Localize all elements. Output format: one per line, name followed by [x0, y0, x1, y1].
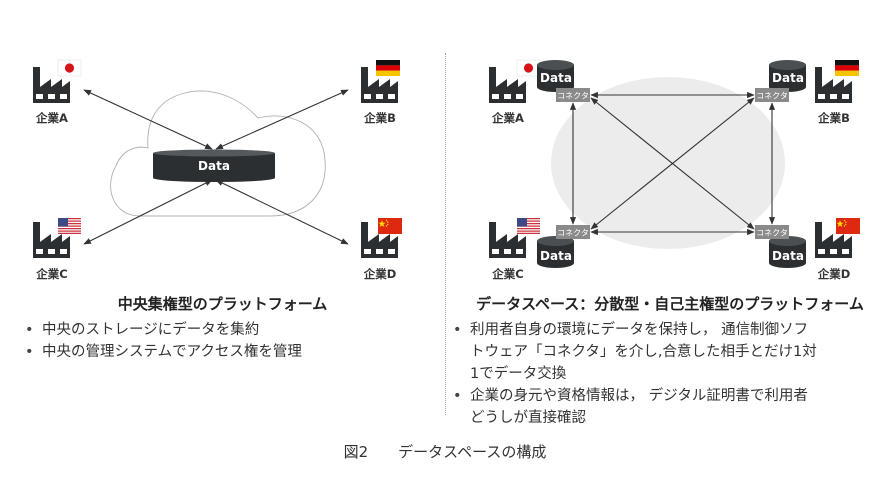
company-label: 企業B	[817, 111, 850, 125]
data-storage-b: Data	[769, 60, 806, 92]
left-company-c: 企業C	[33, 218, 81, 281]
germany-flag-icon	[835, 60, 859, 76]
connector-label: コネクタ	[557, 229, 589, 238]
left-bullet-item: 中央のストレージにデータを集約	[22, 319, 432, 341]
left-company-d: 企業D	[361, 218, 402, 281]
connector-label: コネクタ	[756, 229, 788, 238]
arrow-a-to-data	[83, 89, 213, 150]
data-label: Data	[772, 249, 804, 263]
right-bullet-item: 企業の身元や資格情報は， デジタル証明書で利用者どうしが直接確認	[450, 385, 822, 429]
company-label: 企業A	[35, 111, 68, 125]
left-bullet-list: 中央のストレージにデータを集約 中央の管理システムでアクセス権を管理	[22, 319, 432, 363]
right-bullet-list: 利用者自身の環境にデータを保持し， 通信制御ソフトウェア「コネクタ」を介し,合意…	[450, 319, 822, 429]
company-label: 企業C	[35, 267, 67, 281]
connector-c: コネクタ	[556, 225, 590, 239]
data-label: Data	[540, 249, 572, 263]
panel-divider	[445, 53, 446, 415]
central-data-label: Data	[198, 159, 230, 173]
data-space-ellipse	[551, 77, 785, 249]
china-flag-icon	[836, 218, 860, 234]
connector-label: コネクタ	[557, 92, 589, 101]
japan-flag-icon	[57, 59, 82, 77]
left-panel-diagram: Data 企業A 企業B 企業C 企業D	[33, 59, 402, 281]
usa-flag-icon	[517, 218, 540, 234]
figure-caption: 図2 データスペースの構成	[343, 443, 547, 461]
china-flag-icon	[378, 218, 402, 234]
company-label: 企業A	[491, 111, 524, 125]
right-company-d: Data コネクタ 企業D	[755, 218, 860, 281]
company-label: 企業C	[491, 267, 523, 281]
left-panel-title: 中央集権型のプラットフォーム	[117, 295, 328, 313]
company-label: 企業D	[363, 267, 397, 281]
left-company-a: 企業A	[33, 59, 82, 125]
company-label: 企業D	[817, 267, 851, 281]
right-company-c: Data コネクタ 企業C	[489, 218, 590, 281]
company-label: 企業B	[363, 111, 396, 125]
data-label: Data	[540, 71, 572, 85]
right-company-b: Data コネクタ 企業B	[755, 60, 859, 125]
right-company-a: Data コネクタ 企業A	[489, 59, 590, 125]
arrow-c-to-data	[83, 179, 213, 245]
central-data-storage: Data	[153, 149, 275, 182]
japan-flag-icon	[516, 59, 541, 77]
usa-flag-icon	[58, 218, 81, 234]
data-label: Data	[772, 71, 804, 85]
right-bullet-item: 利用者自身の環境にデータを保持し， 通信制御ソフトウェア「コネクタ」を介し,合意…	[450, 319, 822, 385]
connector-d: コネクタ	[755, 225, 789, 239]
left-bullet-item: 中央の管理システムでアクセス権を管理	[22, 341, 432, 363]
left-company-b: 企業B	[361, 60, 400, 125]
connector-label: コネクタ	[756, 92, 788, 101]
connector-a: コネクタ	[556, 88, 590, 102]
connector-b: コネクタ	[755, 88, 789, 102]
germany-flag-icon	[376, 60, 400, 76]
arrow-b-c	[590, 97, 755, 230]
right-panel-diagram: Data コネクタ 企業A Data コネクタ 企業B	[489, 59, 860, 281]
arrow-d-to-data	[215, 179, 349, 245]
data-storage-c: Data	[537, 236, 574, 268]
right-panel-title: データスペース：分散型・自己主権型のプラットフォーム	[476, 295, 864, 313]
data-storage-a: Data	[537, 60, 574, 92]
data-storage-d: Data	[769, 236, 806, 268]
arrow-b-to-data	[215, 89, 349, 150]
